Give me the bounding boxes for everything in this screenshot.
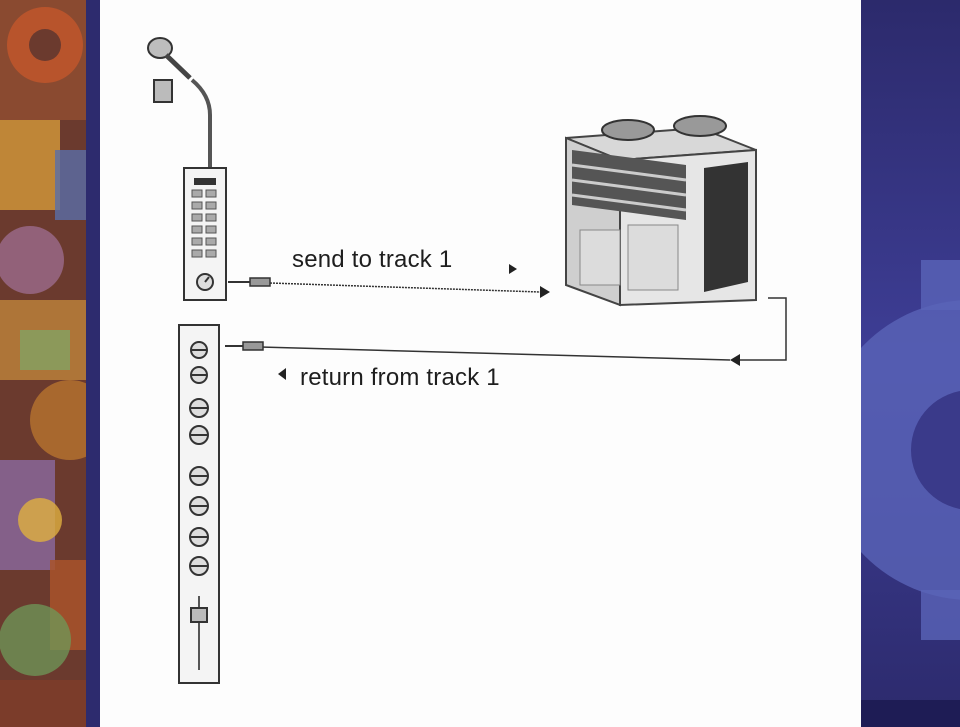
input-channel-module	[183, 167, 227, 301]
tape-recorder-icon	[565, 115, 757, 307]
send-arrow-icon	[509, 264, 517, 274]
left-decorative-band	[0, 0, 100, 727]
output-channel-module	[178, 324, 220, 684]
signal-flow-diagram	[147, 37, 787, 684]
fader-icon	[190, 596, 208, 670]
left-collage-art	[0, 0, 100, 727]
right-gear-art	[861, 0, 960, 727]
right-decorative-band	[861, 0, 960, 727]
send-label: send to track 1	[292, 246, 453, 273]
return-arrow-icon	[278, 368, 286, 380]
return-cable	[225, 297, 787, 380]
return-label: return from track 1	[300, 364, 500, 391]
send-cable	[228, 264, 550, 298]
microphone-icon	[147, 37, 212, 170]
diagram-canvas: send to track 1 return from track 1	[100, 0, 861, 727]
